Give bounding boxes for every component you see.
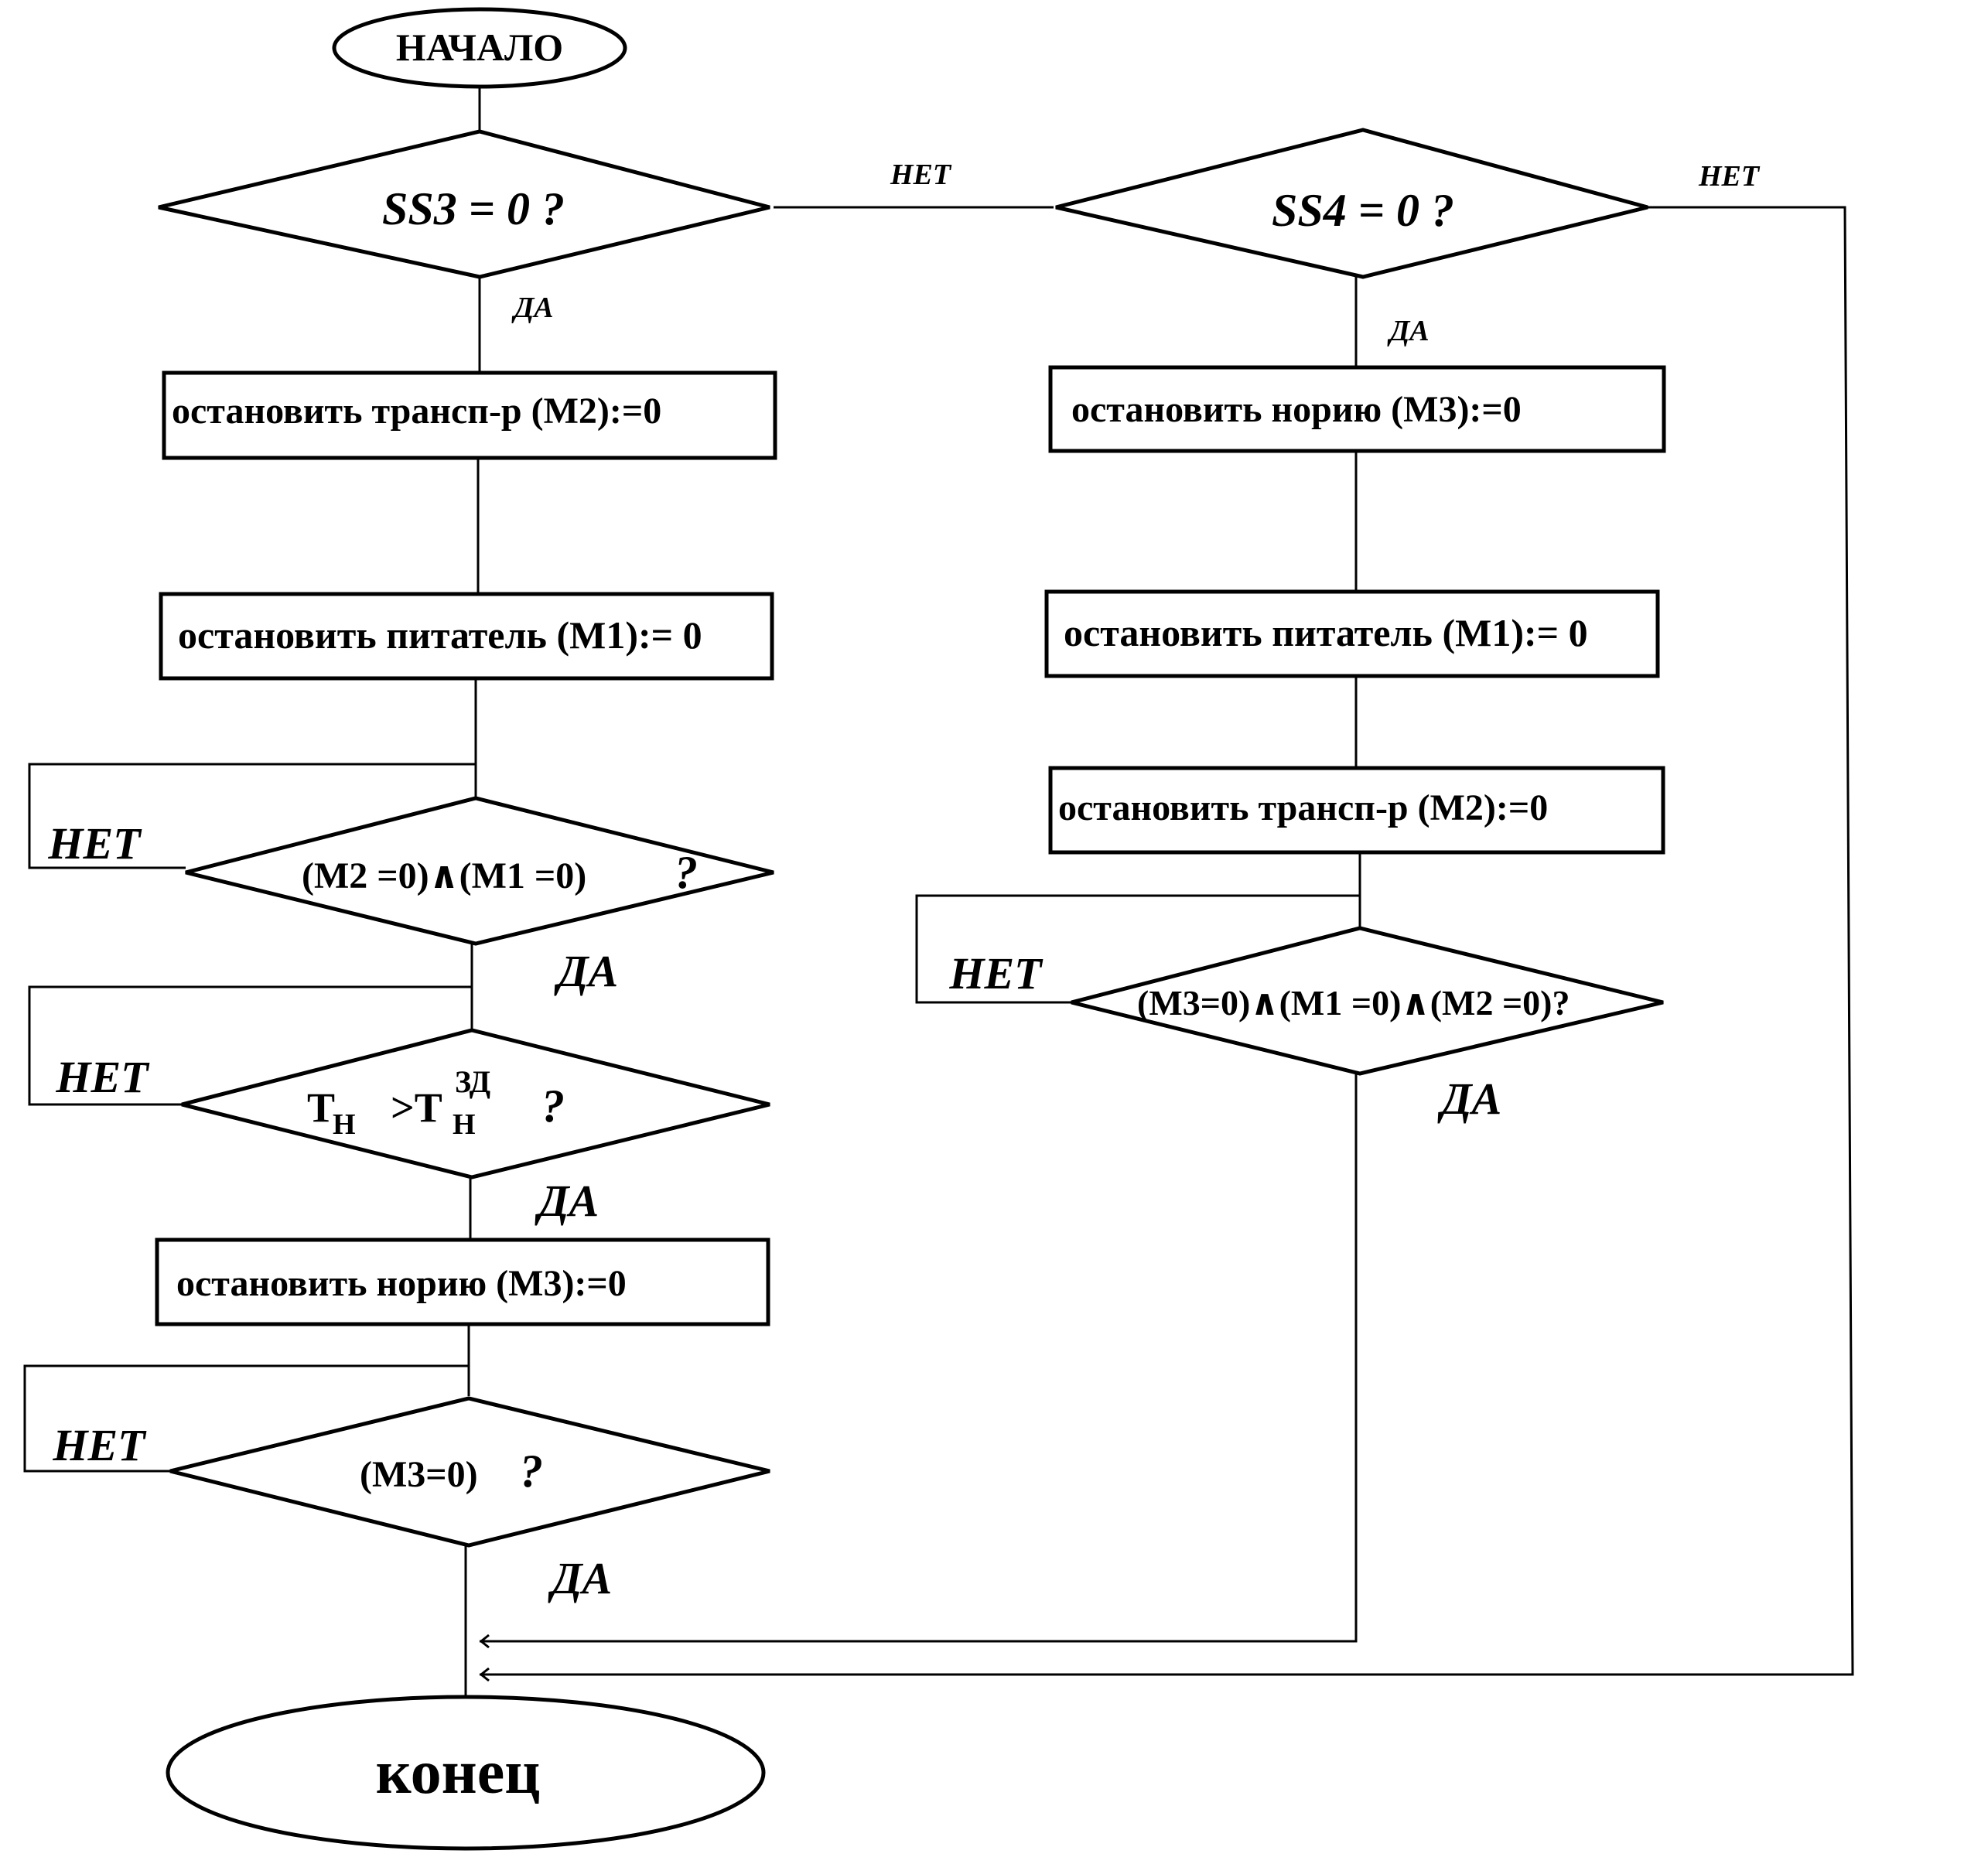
decision-all-stopped [1071,926,1664,1076]
all-yes-label: ДА [1437,1074,1501,1124]
decision-m2-m1-text: (M2 =0)∧(M1 =0) [302,855,586,896]
process-right-stop-m3 [1048,365,1666,453]
process-left-stop-m2-text: остановить трансп-р (M2):=0 [172,391,661,432]
process-right-stop-m1-text: остановить питатель (M1):= 0 [1064,611,1588,654]
start-terminal [332,7,627,89]
arrow-mark-2 [479,1667,490,1682]
ss3-yes-label: ДА [511,292,553,324]
decision-ss4 [1055,128,1648,279]
decision-m2-m1 [185,796,774,946]
end-terminal [166,1695,766,1851]
t-sup-zd: ЗД [455,1064,490,1099]
m2m1-yes-label: ДА [554,946,618,996]
t-symbol-1: Т [307,1084,335,1131]
loop-cond-t-no [28,985,472,1106]
ss4-yes-label: ДА [1387,315,1429,347]
process-left-stop-m3-text: остановить норию (M3):=0 [176,1263,627,1304]
t-sub-2: Н [453,1108,476,1141]
process-right-stop-m2-text: остановить трансп-р (M2):=0 [1058,787,1548,828]
process-left-stop-m1-text: остановить питатель (M1):= 0 [178,613,702,657]
decision-m3 [169,1396,770,1548]
loop-cond-m2m1-no [28,763,476,869]
end-label: конец [376,1739,541,1807]
decision-t-q: ? [541,1081,565,1132]
t-sub-1: Н [333,1108,356,1141]
m2m1-no-label: НЕТ [47,818,142,869]
decision-ss3-text: SS3 = 0 ? [382,183,565,234]
decision-ss4-text: SS4 = 0 ? [1272,185,1454,236]
ss3-no-label: НЕТ [890,159,952,191]
t-no-label: НЕТ [55,1052,150,1102]
all-no-label: НЕТ [948,948,1044,999]
decision-all-stopped-text: (M3=0)∧(M1 =0)∧(M2 =0)? [1137,983,1570,1022]
process-left-stop-m1 [159,592,774,681]
m3-no-label: НЕТ [52,1420,147,1470]
decision-m2-m1-q: ? [675,847,698,898]
process-left-stop-m2 [162,370,777,460]
m3-yes-label: ДА [548,1553,612,1603]
process-right-stop-m3-text: остановить норию (M3):=0 [1071,389,1522,430]
arrow-mark-1 [479,1634,490,1649]
process-right-stop-m2 [1048,766,1665,855]
loop-cond-all-no [915,894,1360,1004]
t-yes-label: ДА [535,1176,599,1226]
process-right-stop-m1 [1044,589,1660,678]
decision-m3-q: ? [520,1446,543,1497]
connector-ss4-no [480,206,1854,1676]
ss4-no-label: НЕТ [1698,160,1761,193]
loop-cond-m3-no [23,1364,469,1473]
connector-cond-all-yes [480,1074,1358,1643]
start-label: НАЧАЛО [396,26,563,69]
connectors [23,87,1854,1697]
decision-ss3 [158,129,770,279]
t-gt: >Т [391,1084,442,1131]
process-left-stop-m3 [155,1238,770,1326]
decision-t-compare [181,1028,770,1180]
decision-m3-text: (M3=0) [360,1454,478,1495]
